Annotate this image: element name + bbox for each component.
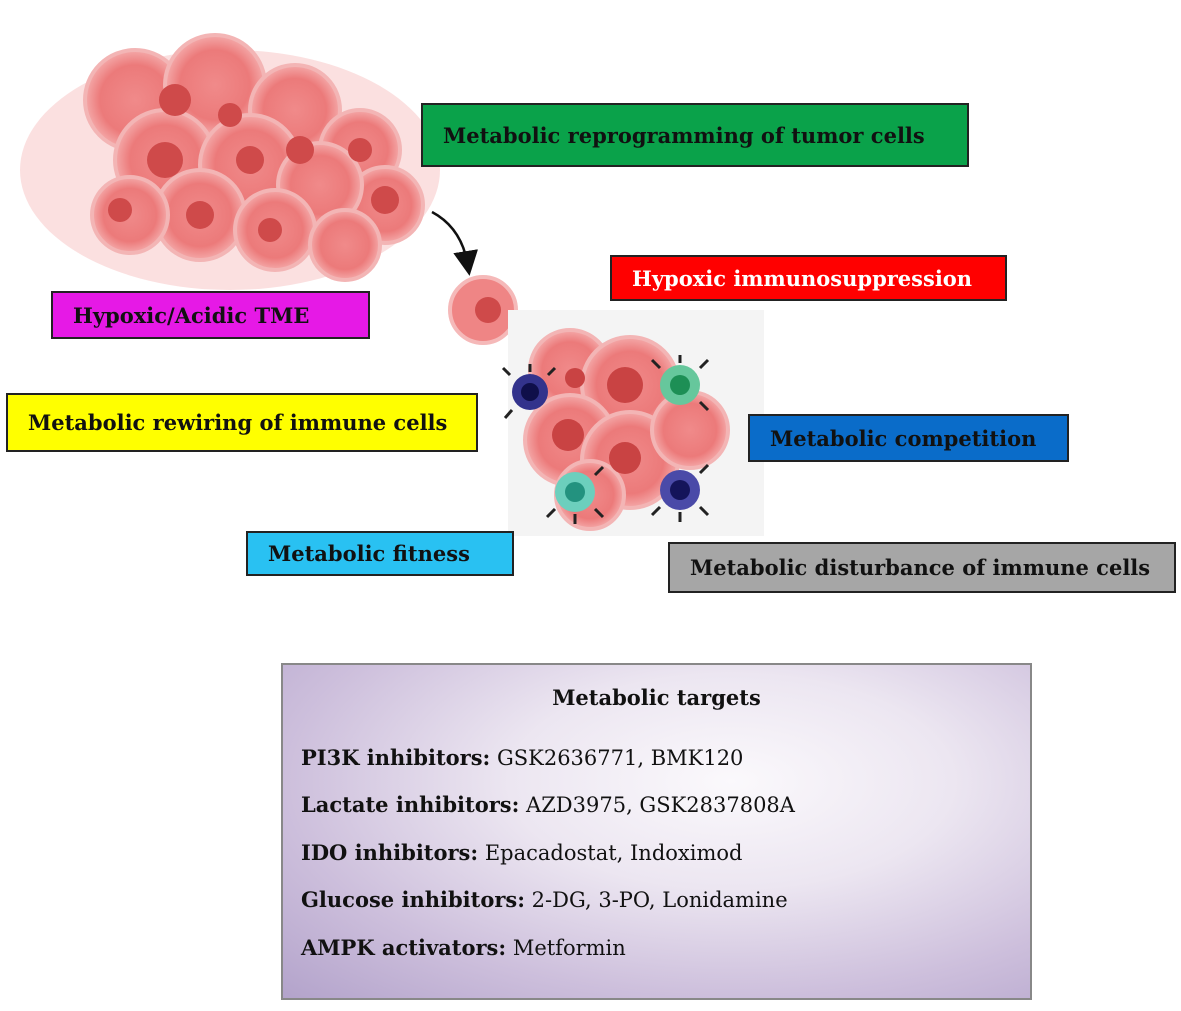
target-name: IDO inhibitors: [301, 840, 479, 865]
label-metabolic-competition: Metabolic competition [748, 414, 1069, 462]
target-item: Lactate inhibitors: AZD3975, GSK2837808A [301, 792, 795, 817]
immune-cell-dark-blue [501, 364, 557, 419]
label-metabolic-fitness: Metabolic fitness [246, 531, 514, 576]
target-name: Lactate inhibitors: [301, 792, 520, 817]
arrow [431, 210, 479, 276]
tumor-cell [448, 275, 518, 345]
target-item: PI3K inhibitors: GSK2636771, BMK120 [301, 745, 743, 770]
target-drugs: Epacadostat, Indoximod [484, 841, 743, 865]
label-hypoxic-acidic-tme: Hypoxic/Acidic TME [51, 291, 370, 339]
target-drugs: Metformin [512, 936, 626, 960]
label-immune-rewiring: Metabolic rewiring of immune cells [6, 393, 478, 452]
tumor-cluster [20, 33, 440, 290]
target-drugs: AZD3975, GSK2837808A [526, 793, 795, 817]
target-drugs: 2-DG, 3-PO, Lonidamine [531, 888, 788, 912]
target-item: AMPK activators: Metformin [301, 935, 626, 960]
label-hypoxic-immunosuppression: Hypoxic immunosuppression [610, 255, 1007, 301]
targets-title: Metabolic targets [552, 685, 761, 710]
target-name: Glucose inhibitors: [301, 887, 525, 912]
immune-cell-teal [545, 465, 605, 524]
immune-cell-green [650, 355, 710, 412]
tumor-immune-panel [501, 310, 764, 536]
label-metabolic-disturbance: Metabolic disturbance of immune cells [668, 542, 1176, 593]
target-drugs: GSK2636771, BMK120 [496, 746, 744, 770]
label-tumor-reprogramming: Metabolic reprogramming of tumor cells [421, 103, 969, 167]
target-name: AMPK activators: [301, 935, 507, 960]
target-item: Glucose inhibitors: 2-DG, 3-PO, Lonidami… [301, 887, 788, 912]
target-name: PI3K inhibitors: [301, 745, 491, 770]
immune-cell-purple [650, 463, 710, 522]
target-item: IDO inhibitors: Epacadostat, Indoximod [301, 840, 742, 865]
metabolic-targets-box: Metabolic targets PI3K inhibitors: GSK26… [281, 663, 1032, 1000]
